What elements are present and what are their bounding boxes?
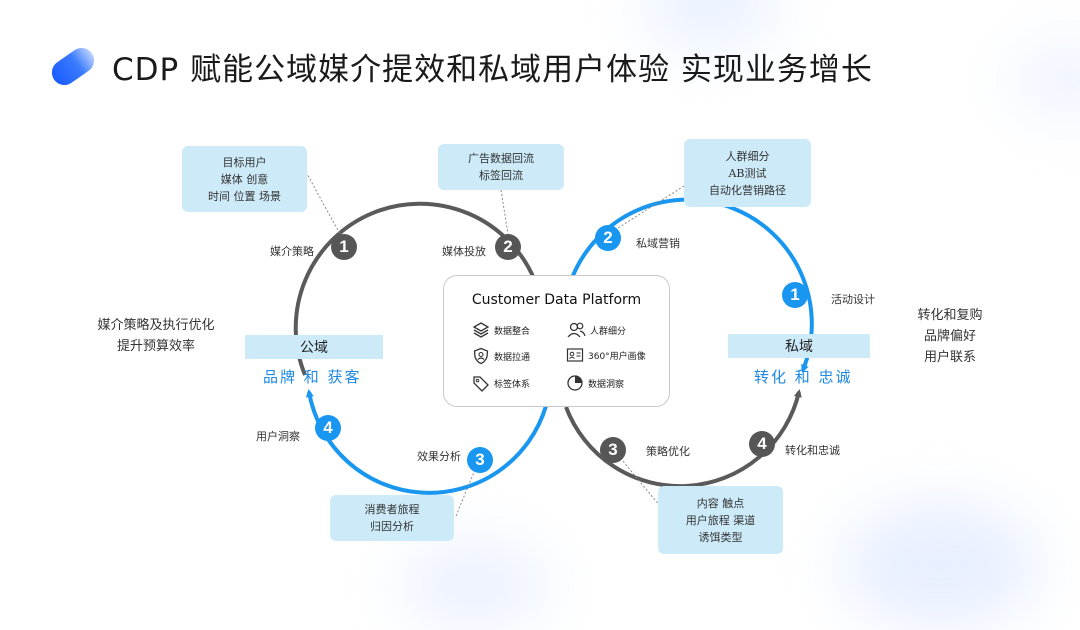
right-step-3-label: 策略优化 [646, 445, 690, 458]
public-domain-subtitle: 品牌 和 获客 [263, 368, 362, 386]
left-step-3-badge: 3 [467, 447, 493, 473]
private-domain-subtitle: 转化 和 忠诚 [754, 368, 853, 386]
left-loop-gray-arc [293, 201, 537, 376]
right-step-3-badge: 3 [600, 437, 626, 463]
page-title: CDP 赋能公域媒介提效和私域用户体验 实现业务增长 [112, 52, 873, 88]
callout-journey: 消费者旅程 归因分析 [330, 495, 454, 541]
public-domain-label: 公域 [245, 335, 383, 359]
feature-data-insight: 数据洞察 [566, 374, 624, 392]
connector-line [305, 171, 341, 235]
feature-tag-system: 标签体系 [472, 374, 530, 392]
callout-data-return: 广告数据回流 标签回流 [438, 144, 564, 190]
right-step-1-label: 活动设计 [831, 293, 875, 306]
private-domain-label: 私域 [728, 334, 870, 358]
shield-user-icon [473, 347, 489, 365]
feature-data-connect: 数据拉通 [472, 347, 530, 365]
connector-line [621, 459, 661, 507]
cdp-title: Customer Data Platform [471, 292, 642, 308]
right-loop-gray-arc [564, 389, 802, 489]
right-side-summary: 转化和复购 品牌偏好 用户联系 [917, 308, 983, 365]
right-step-2-badge: 2 [595, 225, 621, 251]
left-step-1-badge: 1 [331, 234, 357, 260]
pie-chart-icon [567, 375, 583, 391]
right-step-4-label: 转化和忠诚 [785, 444, 840, 457]
left-step-4-label: 用户洞察 [256, 430, 300, 443]
tag-icon [473, 376, 489, 392]
left-step-3-label: 效果分析 [417, 450, 461, 463]
right-step-4-badge: 4 [749, 431, 775, 457]
feature-data-integration: 数据整合 [472, 321, 530, 339]
connector-line [500, 189, 509, 235]
connector-line [455, 471, 475, 517]
left-side-summary: 媒介策略及执行优化 提升预算效率 [97, 318, 215, 354]
callout-content: 内容 触点 用户旅程 渠道 诱饵类型 [658, 486, 783, 554]
left-step-1-label: 媒介策略 [270, 245, 314, 258]
left-step-4-badge: 4 [315, 415, 341, 441]
callout-segmentation: 人群细分 AB测试 自动化营销路径 [684, 139, 811, 207]
right-step-2-label: 私域营销 [636, 237, 680, 250]
id-card-icon [566, 348, 584, 362]
left-step-2-label: 媒体投放 [442, 245, 486, 258]
cdp-box: Customer Data Platform 数据整合 人群细分 数据拉通 36… [443, 275, 670, 407]
feature-segmentation: 人群细分 [566, 321, 626, 339]
callout-media-targeting: 目标用户 媒体 创意 时间 位置 场景 [182, 146, 307, 212]
layers-icon [472, 322, 490, 338]
left-loop-blue-arc [305, 389, 548, 495]
users-icon [567, 322, 586, 338]
connector-line [617, 185, 685, 229]
right-step-1-badge: 1 [782, 282, 808, 308]
left-step-2-badge: 2 [495, 234, 521, 260]
feature-user-profile: 360°用户画像 [566, 347, 646, 363]
